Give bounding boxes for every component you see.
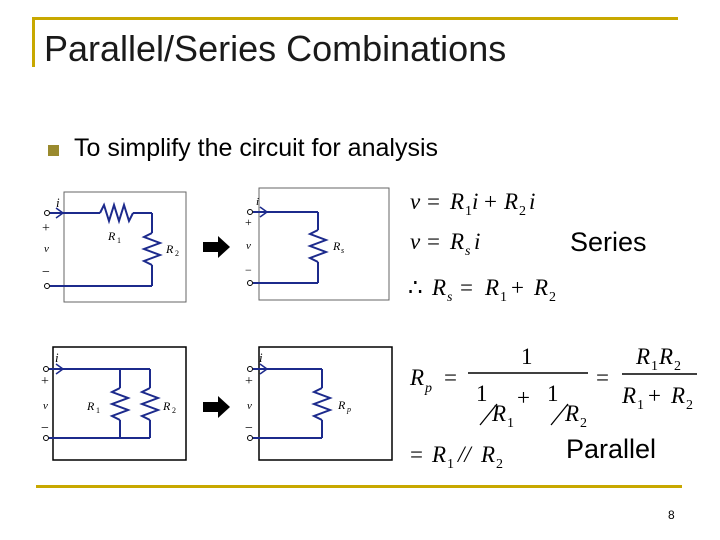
plus-label: + — [245, 215, 252, 229]
series-eq-1: v = R 1 i + R 2 i — [410, 189, 535, 219]
svg-text:R: R — [491, 401, 506, 426]
current-label: i — [56, 195, 60, 210]
page-number: 8 — [668, 508, 675, 522]
voltage-label: v — [247, 400, 252, 412]
svg-text:R: R — [658, 344, 673, 369]
minus-label: − — [41, 421, 49, 436]
r1-sub: 1 — [117, 236, 121, 245]
svg-text:1: 1 — [465, 204, 472, 219]
svg-text:R: R — [449, 229, 464, 254]
r2-label: R — [165, 242, 174, 256]
svg-text:R: R — [480, 442, 495, 467]
plus-label: + — [42, 221, 50, 236]
svg-text:1: 1 — [500, 290, 507, 305]
series-eq-3: ∴ R s = R 1 + R 2 — [408, 275, 556, 305]
r2-sub: 2 — [175, 249, 179, 258]
svg-text:2: 2 — [580, 416, 587, 431]
r2-sub: 2 — [172, 406, 176, 415]
svg-text:+: + — [648, 383, 661, 408]
svg-text:+: + — [484, 189, 497, 214]
svg-text:i: i — [529, 189, 535, 214]
svg-text:i: i — [474, 229, 480, 254]
r1-label: R — [86, 399, 95, 413]
svg-text:+: + — [511, 275, 524, 300]
svg-text:2: 2 — [519, 204, 526, 219]
svg-text:R: R — [564, 401, 579, 426]
plus-label: + — [245, 374, 253, 389]
minus-label: − — [245, 263, 252, 277]
voltage-label: v — [43, 400, 48, 412]
svg-text:v: v — [410, 189, 421, 214]
svg-text:v: v — [410, 229, 421, 254]
parallel-equivalent-circuit: i + v − R p — [245, 346, 393, 461]
svg-text:R: R — [621, 383, 636, 408]
svg-text:R: R — [635, 344, 650, 369]
svg-text:1: 1 — [547, 381, 559, 406]
parallel-original-circuit: i + v − R 1 R 2 — [41, 346, 187, 461]
svg-text:R: R — [503, 189, 518, 214]
svg-text:s: s — [447, 290, 453, 305]
bullet-marker — [48, 145, 59, 156]
series-label: Series — [570, 227, 647, 257]
rs-sub: s — [341, 246, 344, 255]
svg-text:=: = — [596, 365, 609, 390]
svg-text:1: 1 — [637, 398, 644, 413]
svg-text:R: R — [431, 275, 446, 300]
svg-text:2: 2 — [549, 290, 556, 305]
parallel-equations: R p = 1 1 R 1 + 1 R 2 = R 1 R 2 R 1 + R … — [409, 344, 697, 472]
svg-text:1: 1 — [651, 359, 658, 374]
svg-text://: // — [456, 442, 473, 467]
r1-sub: 1 — [96, 406, 100, 415]
slide-title: Parallel/Series Combinations — [44, 28, 507, 69]
rp-label: R — [337, 398, 346, 412]
frame-top-line — [32, 17, 678, 20]
svg-text:R: R — [533, 275, 548, 300]
current-label: i — [259, 350, 263, 365]
svg-text:=: = — [427, 189, 440, 214]
svg-text:i: i — [472, 189, 478, 214]
series-eq-2: v = R s i — [410, 229, 480, 259]
svg-text:+: + — [517, 385, 530, 410]
svg-text:s: s — [465, 244, 471, 259]
svg-text:=: = — [460, 275, 473, 300]
parallel-label: Parallel — [566, 434, 657, 464]
frame-left-line — [32, 17, 35, 67]
svg-text:1: 1 — [507, 416, 514, 431]
svg-text:∴: ∴ — [408, 275, 423, 300]
series-equivalent-circuit: i + v − R s — [245, 187, 390, 301]
svg-text:R: R — [670, 383, 685, 408]
svg-text:p: p — [424, 381, 432, 396]
svg-text:=: = — [410, 442, 423, 467]
svg-text:R: R — [409, 365, 424, 390]
svg-text:R: R — [484, 275, 499, 300]
svg-text:2: 2 — [496, 457, 503, 472]
minus-label: − — [245, 421, 253, 436]
svg-text:1: 1 — [521, 344, 533, 369]
arrow-right-icon — [203, 396, 230, 418]
arrow-right-icon — [203, 236, 230, 258]
current-label: i — [55, 350, 59, 365]
minus-label: − — [42, 265, 50, 280]
svg-text:1: 1 — [476, 381, 488, 406]
svg-text:R: R — [449, 189, 464, 214]
svg-text:R: R — [431, 442, 446, 467]
r1-label: R — [107, 229, 116, 243]
plus-label: + — [41, 374, 49, 389]
svg-text:=: = — [444, 365, 457, 390]
bullet-text: To simplify the circuit for analysis — [74, 134, 439, 162]
rp-sub: p — [346, 405, 351, 414]
r2-label: R — [162, 399, 171, 413]
voltage-label: v — [44, 243, 49, 255]
rs-label: R — [332, 239, 341, 253]
series-original-circuit: i + v − R 1 R 2 — [42, 191, 187, 303]
current-label: i — [256, 196, 259, 208]
svg-text:1: 1 — [447, 457, 454, 472]
frame-bottom-line — [36, 485, 682, 488]
svg-text:2: 2 — [686, 398, 693, 413]
svg-text:=: = — [427, 229, 440, 254]
svg-text:2: 2 — [674, 359, 681, 374]
voltage-label: v — [246, 240, 251, 252]
series-equations: v = R 1 i + R 2 i v = R s i ∴ R s = R 1 … — [408, 189, 556, 305]
